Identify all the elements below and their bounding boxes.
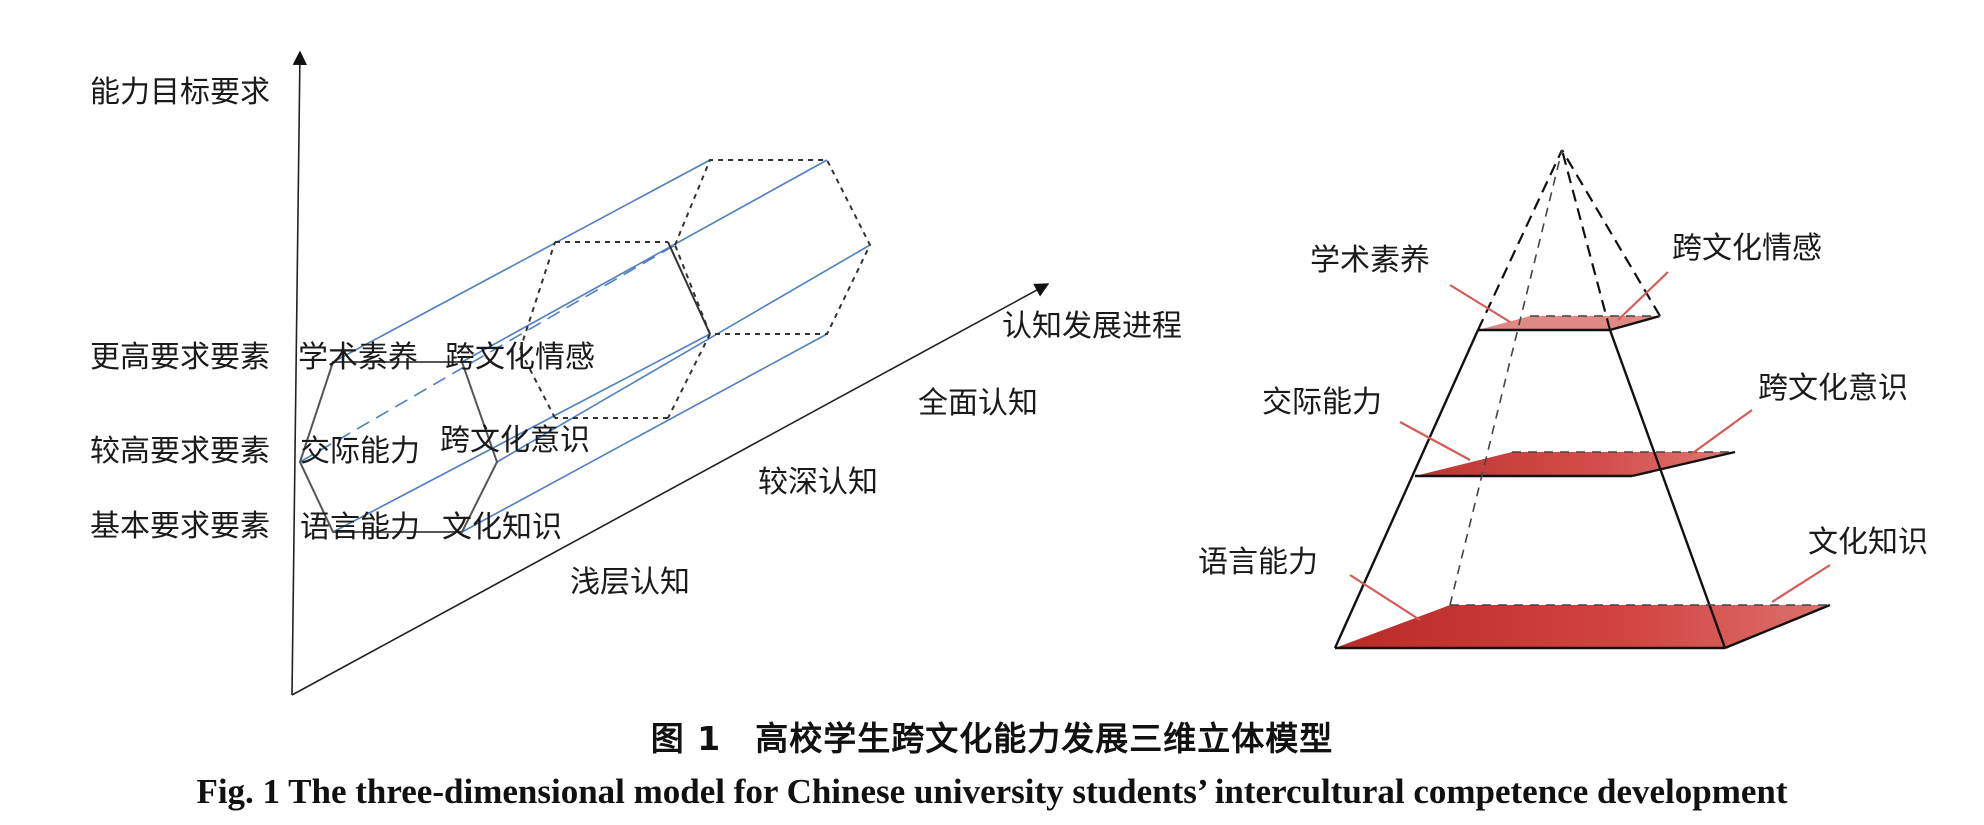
back-hexagon — [673, 159, 872, 335]
layer-bottom — [1335, 605, 1830, 648]
front-hexagon — [298, 361, 499, 533]
competence-intercultural-awareness: 跨文化意识 — [440, 423, 590, 458]
stage-shallow: 浅层认知 — [570, 565, 690, 600]
caption-chinese: 图 1 高校学生跨文化能力发展三维立体模型 — [650, 719, 1334, 758]
pyramid-label-language: 语言能力 — [1198, 545, 1318, 580]
pointer-lines — [1349, 271, 1831, 621]
pyramid-hidden-edges — [1449, 149, 1830, 606]
y-axis — [291, 50, 308, 696]
stage-deeper: 较深认知 — [758, 465, 878, 500]
pyramid-frame — [1333, 314, 1831, 650]
prism-edges — [299, 159, 871, 533]
pyramid-apex-edges — [1477, 149, 1661, 331]
competence-language: 语言能力 — [300, 510, 420, 545]
y-axis-label: 能力目标要求 — [90, 75, 270, 110]
stage-comprehensive: 全面认知 — [918, 386, 1038, 421]
level-label-high: 较高要求要素 — [90, 434, 270, 469]
pyramid-label-academic-literacy: 学术素养 — [1310, 243, 1430, 278]
middle-hexagon — [519, 241, 711, 419]
layer-top — [1478, 316, 1660, 330]
competence-communicative: 交际能力 — [300, 434, 420, 469]
level-label-higher: 更高要求要素 — [90, 340, 270, 375]
pyramid-label-intercultural-awareness: 跨文化意识 — [1758, 371, 1908, 406]
competence-cultural-knowledge: 文化知识 — [442, 510, 562, 545]
left-diagram: 能力目标要求 认知发展进程 更高要求要素 较高要求要素 基本要求要素 学术素养 … — [90, 50, 1182, 696]
x-axis-label: 认知发展进程 — [1002, 309, 1182, 344]
right-diagram: 学术素养 跨文化情感 交际能力 跨文化意识 语言能力 文化知识 — [1198, 149, 1928, 650]
competence-academic-literacy: 学术素养 — [298, 340, 418, 375]
pyramid-label-communicative: 交际能力 — [1262, 385, 1382, 420]
caption-english: Fig. 1 The three-dimensional model for C… — [196, 772, 1788, 811]
x-axis — [291, 283, 1050, 696]
pyramid-label-cultural-knowledge: 文化知识 — [1808, 525, 1928, 560]
competence-intercultural-emotion: 跨文化情感 — [445, 340, 595, 375]
pyramid-label-intercultural-emotion: 跨文化情感 — [1672, 231, 1822, 266]
level-label-basic: 基本要求要素 — [90, 509, 270, 544]
